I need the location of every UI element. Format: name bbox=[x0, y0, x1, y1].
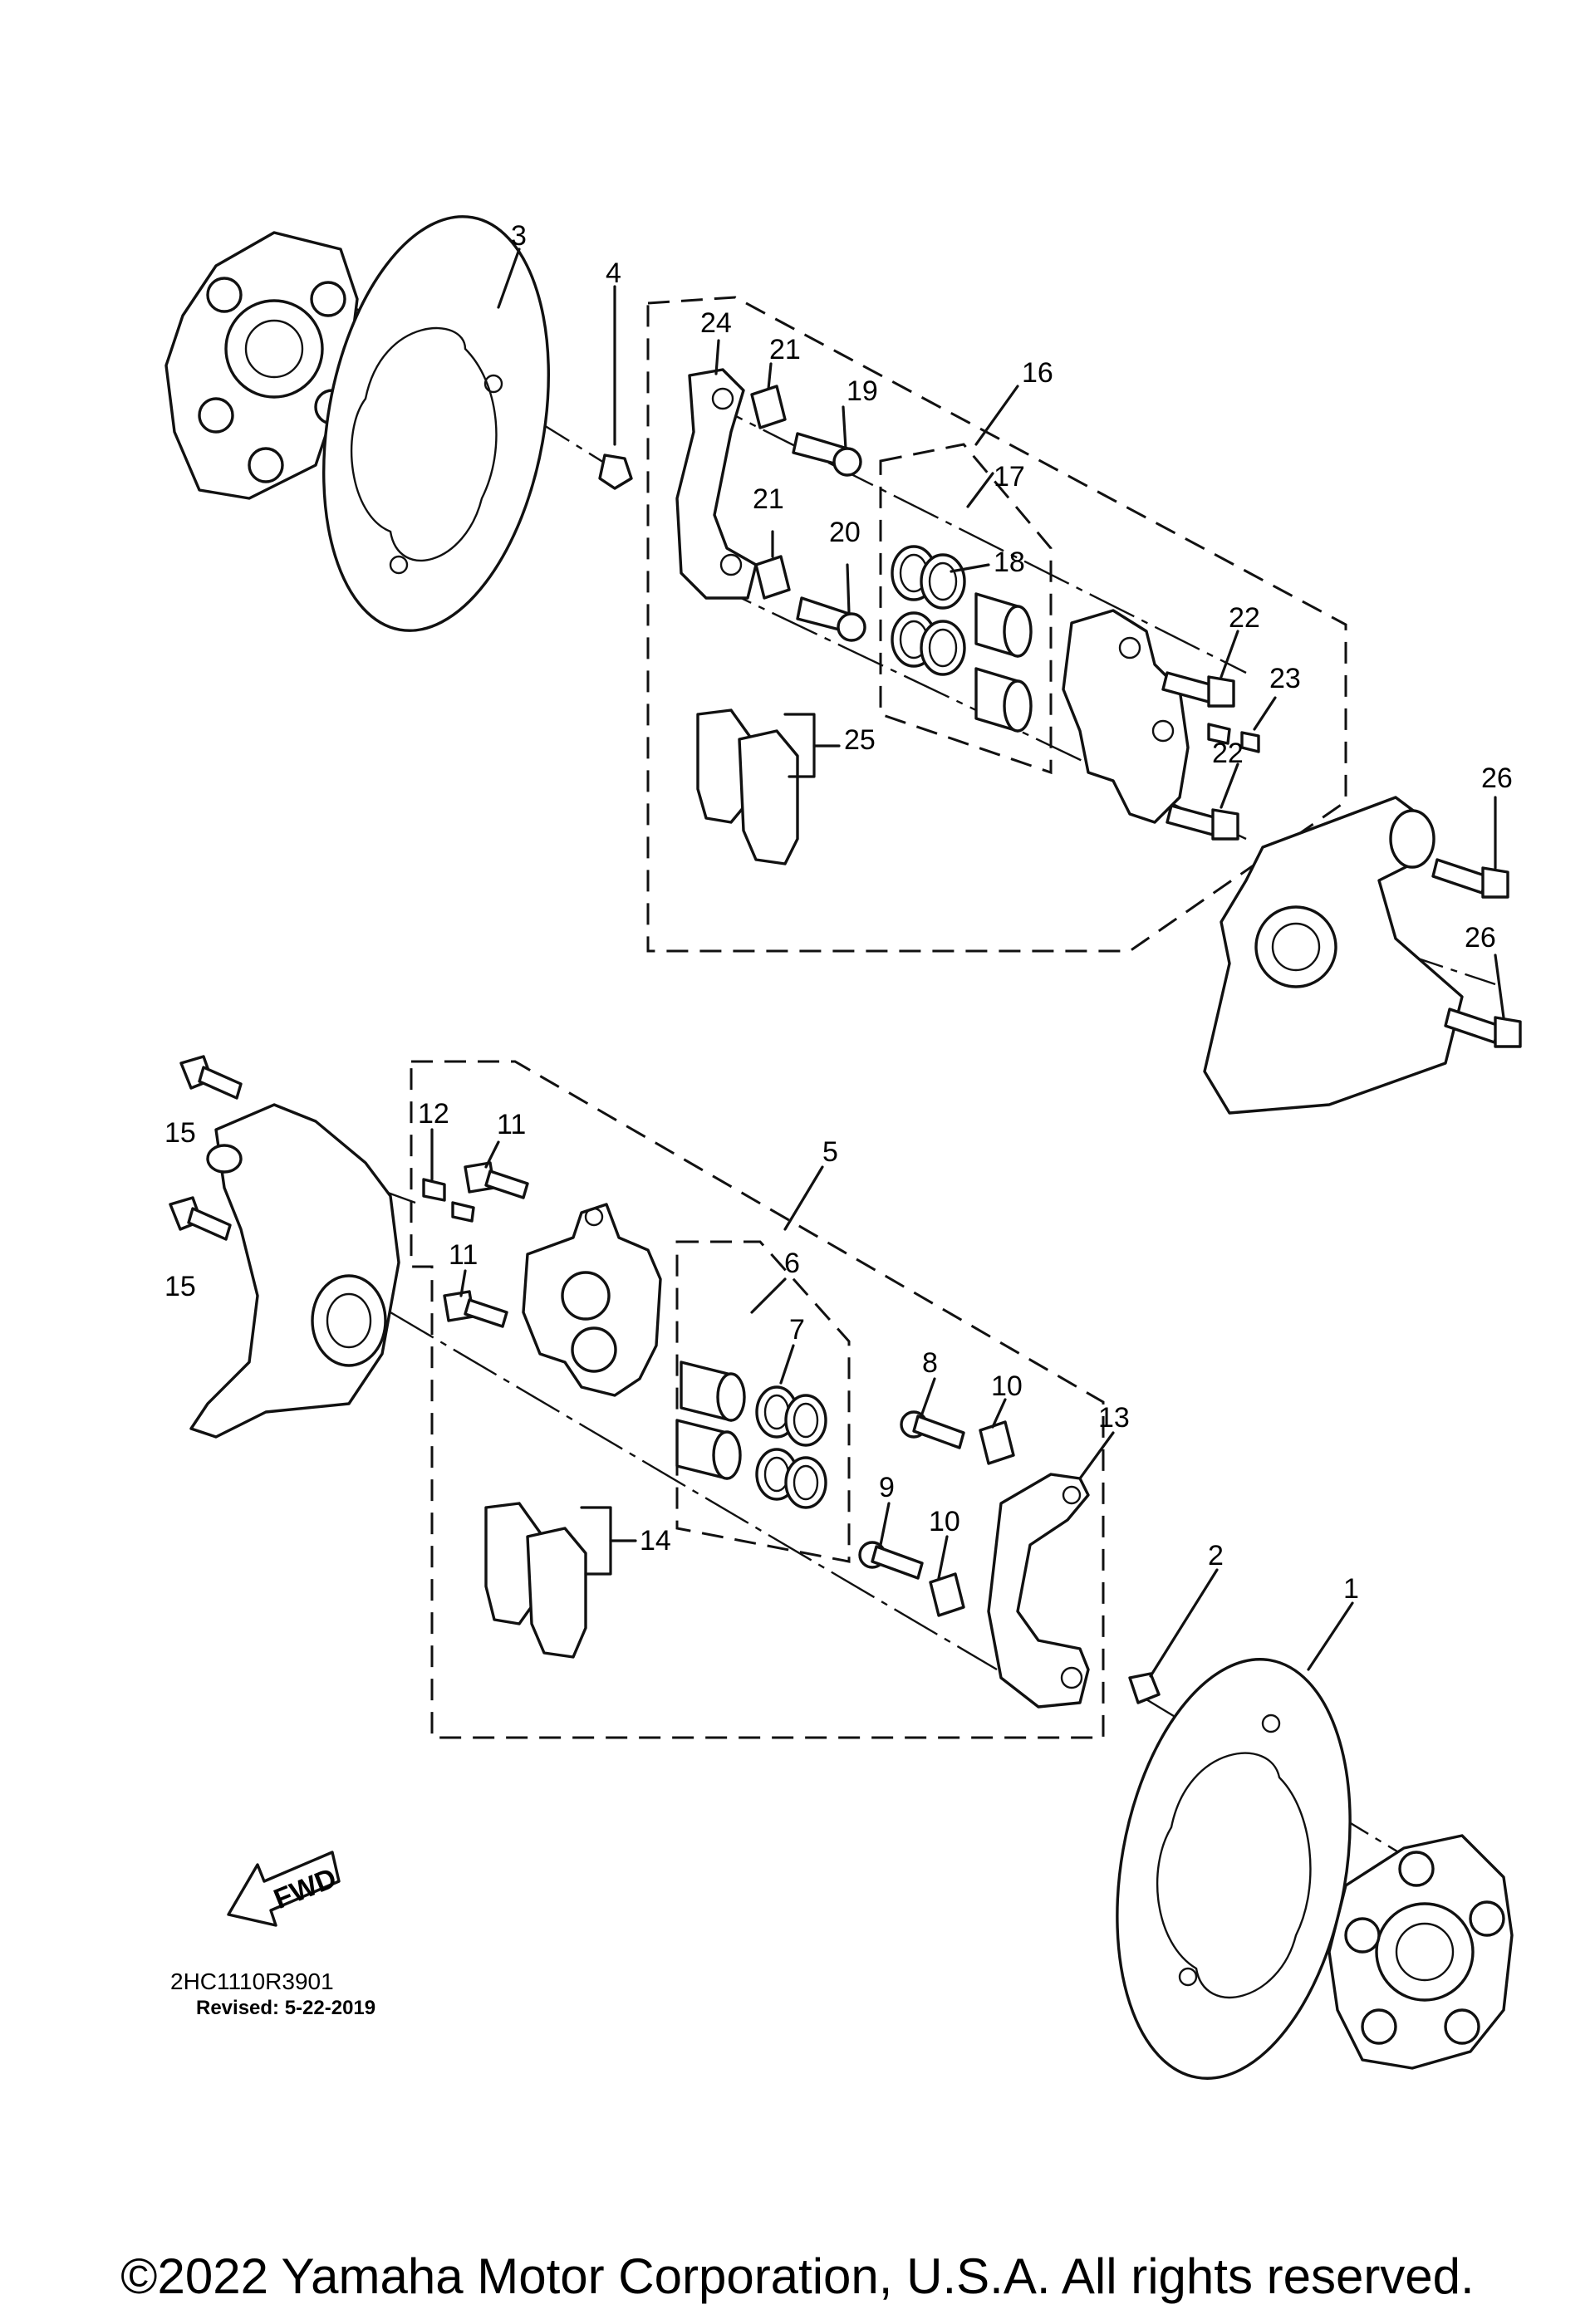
callout-7: 7 bbox=[789, 1314, 805, 1346]
callout-2: 2 bbox=[1208, 1540, 1224, 1571]
brake-pads-14 bbox=[484, 1502, 587, 1659]
assembly-box-17 bbox=[879, 443, 1053, 775]
caliper-bolt-11-lower bbox=[443, 1290, 508, 1328]
knuckle-bolt-15-lower bbox=[169, 1196, 232, 1241]
callout-9: 9 bbox=[879, 1472, 895, 1503]
callout-26-upper: 26 bbox=[1481, 762, 1513, 794]
callout-21-lower: 21 bbox=[753, 483, 784, 515]
caliper-bracket-13 bbox=[987, 1473, 1090, 1709]
callout-22-upper: 22 bbox=[1229, 602, 1260, 634]
callout-24: 24 bbox=[700, 307, 732, 339]
revision-date: Revised: 5-22-2019 bbox=[196, 1997, 376, 2019]
callout-11-upper: 11 bbox=[497, 1109, 526, 1140]
rear-brake-disc bbox=[322, 215, 550, 632]
callout-15-upper: 15 bbox=[164, 1117, 196, 1149]
callout-10-upper: 10 bbox=[991, 1370, 1023, 1402]
callout-20: 20 bbox=[829, 517, 861, 548]
callout-23: 23 bbox=[1269, 663, 1301, 694]
disc-bolt-2 bbox=[1128, 1672, 1161, 1704]
bleed-valve-23 bbox=[1207, 723, 1260, 753]
callout-15-lower: 15 bbox=[164, 1271, 196, 1302]
bleed-valve-12 bbox=[422, 1178, 475, 1223]
pin-20 bbox=[796, 596, 866, 642]
callout-10-lower: 10 bbox=[929, 1506, 960, 1537]
pistons-17 bbox=[974, 592, 1033, 733]
axis-line-front-lower bbox=[390, 1311, 998, 1671]
rear-caliper-body bbox=[1062, 609, 1190, 824]
boot-10-upper bbox=[979, 1420, 1015, 1465]
caliper-bolt-22-lower bbox=[1166, 804, 1239, 841]
boot-21-upper bbox=[750, 385, 787, 429]
drawing-code: 2HC1110R3901 bbox=[170, 1969, 334, 1994]
caliper-bracket-24 bbox=[675, 368, 758, 600]
knuckle-bolt-15-upper bbox=[179, 1055, 243, 1100]
assembly-box-6 bbox=[675, 1240, 851, 1563]
boot-10-lower bbox=[929, 1572, 965, 1617]
callout-8: 8 bbox=[922, 1347, 938, 1379]
knuckle-bolt-26-upper bbox=[1431, 858, 1509, 899]
callout-4: 4 bbox=[606, 257, 621, 289]
callout-21-upper: 21 bbox=[769, 334, 801, 365]
front-knuckle bbox=[189, 1103, 400, 1439]
callout-14: 14 bbox=[640, 1525, 671, 1557]
rear-hub bbox=[164, 231, 359, 500]
boot-21-lower bbox=[754, 555, 791, 600]
pin-9 bbox=[858, 1541, 924, 1580]
pistons-6 bbox=[675, 1361, 746, 1480]
caliper-bolt-22-upper bbox=[1161, 671, 1235, 708]
assembly-box-16 bbox=[646, 296, 1347, 953]
callout-22-lower: 22 bbox=[1212, 738, 1244, 769]
callout-17: 17 bbox=[994, 461, 1025, 493]
brake-pads-25 bbox=[696, 708, 799, 865]
caliper-bolt-11-upper bbox=[464, 1161, 529, 1199]
axis-line-rear-upper bbox=[697, 395, 1247, 674]
callout-26-lower: 26 bbox=[1465, 922, 1496, 954]
callout-18: 18 bbox=[994, 547, 1025, 578]
callout-11-lower: 11 bbox=[449, 1239, 478, 1271]
copyright-notice: ©2022 Yamaha Motor Corporation, U.S.A. A… bbox=[120, 2248, 1475, 2304]
callout-5: 5 bbox=[822, 1136, 838, 1168]
leader-lines bbox=[430, 248, 1505, 1678]
front-brake-disc bbox=[1116, 1658, 1352, 2080]
knuckle-bolt-26-lower bbox=[1444, 1008, 1522, 1048]
front-hub bbox=[1328, 1834, 1514, 2070]
callout-3: 3 bbox=[511, 220, 527, 252]
assembly-box-5 bbox=[410, 1060, 1105, 1739]
fwd-arrow-icon: FWD bbox=[227, 1851, 341, 1927]
rear-knuckle bbox=[1203, 796, 1464, 1115]
callout-25: 25 bbox=[844, 724, 876, 756]
piston-seals-7 bbox=[755, 1385, 827, 1509]
callout-6: 6 bbox=[784, 1248, 800, 1279]
callout-12: 12 bbox=[418, 1098, 449, 1130]
callout-19: 19 bbox=[847, 375, 878, 407]
disc-bolt-4 bbox=[598, 454, 633, 490]
callout-1: 1 bbox=[1343, 1573, 1359, 1605]
callout-16: 16 bbox=[1022, 357, 1053, 389]
pin-8 bbox=[900, 1410, 965, 1449]
front-caliper-body bbox=[522, 1203, 662, 1397]
callout-13: 13 bbox=[1098, 1402, 1130, 1434]
piston-seals-18 bbox=[891, 545, 966, 676]
pin-19 bbox=[792, 432, 862, 477]
